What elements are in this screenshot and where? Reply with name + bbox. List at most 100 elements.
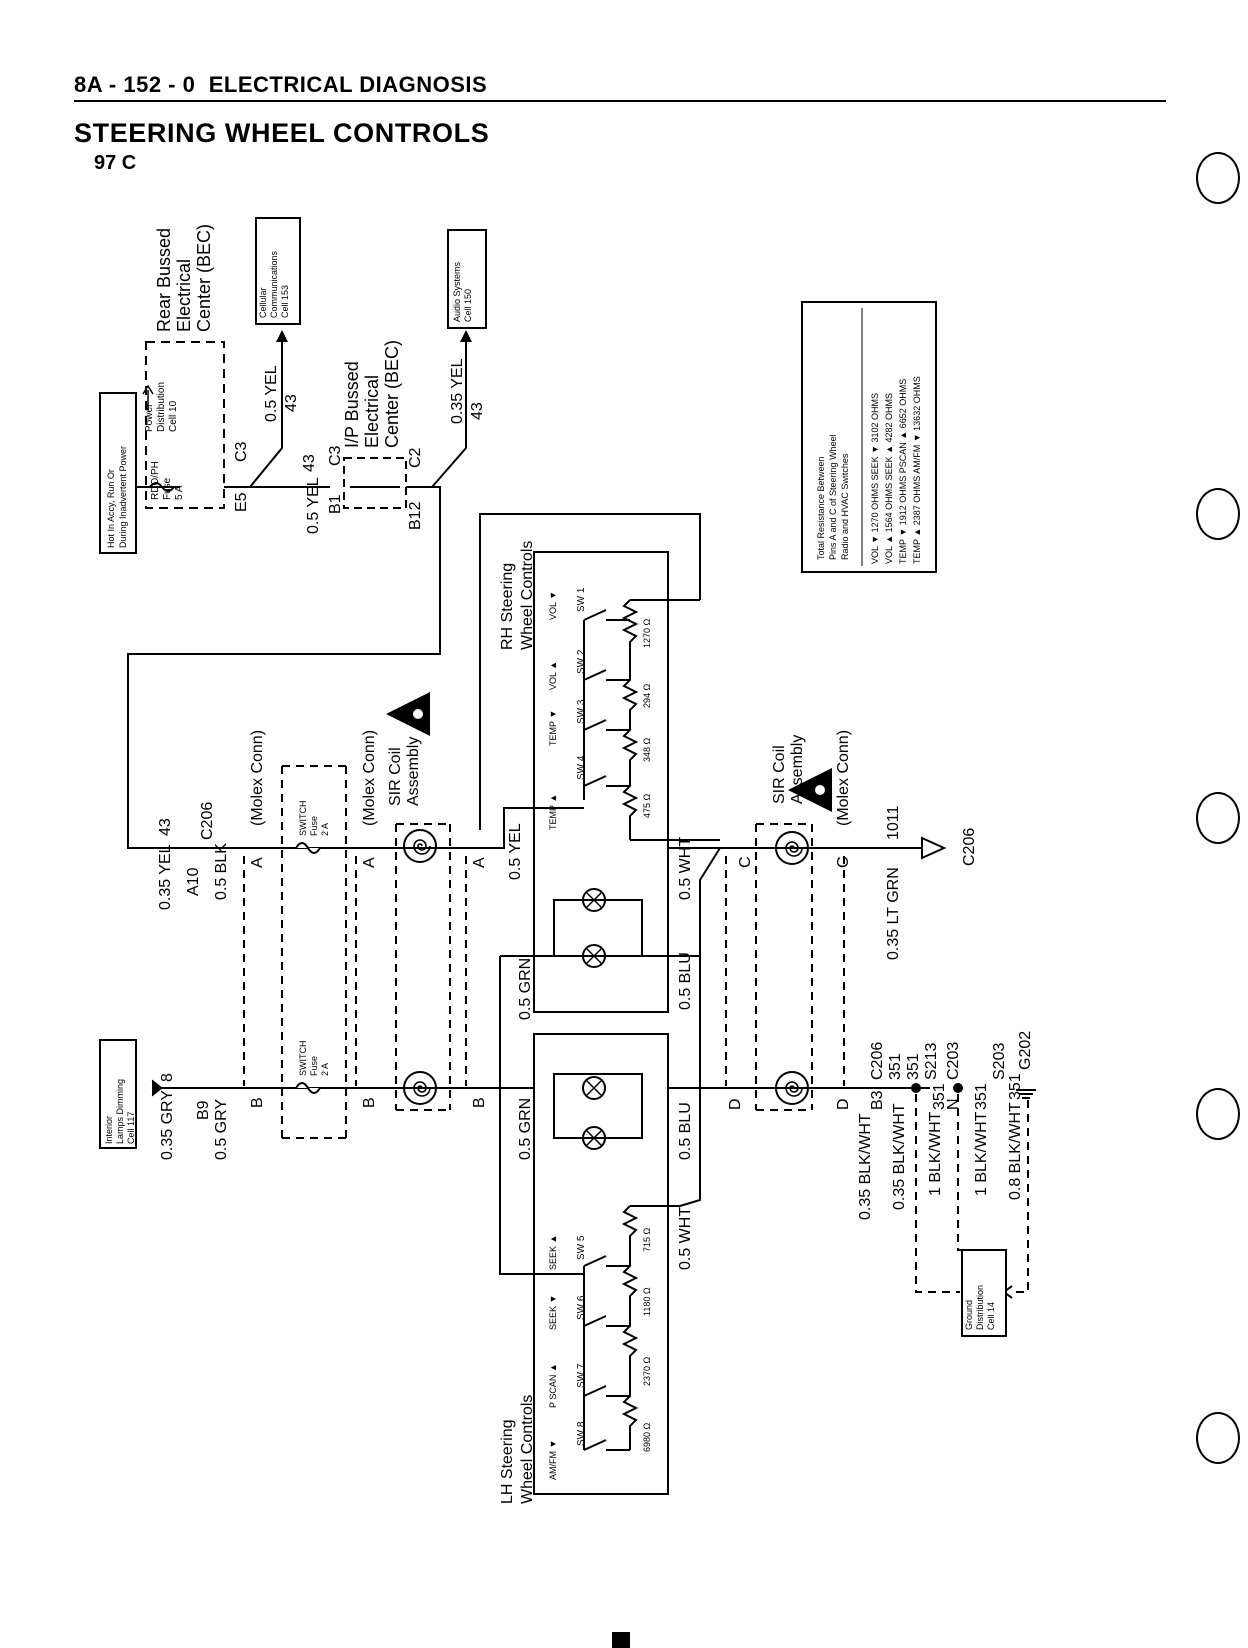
ground-g202: G202 [1017, 1031, 1034, 1070]
fuse-amp: 5 A [174, 485, 185, 500]
rear-bec-label-2: Electrical [174, 259, 194, 332]
wire-05wht-bot: 0.5 WHT [677, 1207, 694, 1270]
pin-b-1: B [249, 1097, 266, 1108]
resistance-table: Total Resistance Between Pins A and C of… [801, 301, 937, 573]
rear-bec: RDO/PH Fuse 5 A Power Distribution Cell … [142, 224, 225, 509]
rh-fn-4: TEMP ▲ [548, 794, 558, 830]
rh-sw-2: SW 2 [576, 649, 587, 674]
page-title: STEERING WHEEL CONTROLS [74, 118, 490, 148]
interior-l1: Interior [104, 1116, 114, 1144]
lh-label-1: LH Steering [499, 1420, 516, 1505]
ckt-43-audio: 43 [469, 402, 486, 420]
conn-b1: B1 [327, 494, 344, 514]
switch-fuse-label-top: SWITCH [298, 801, 308, 837]
lh-label-2: Wheel Controls [519, 1395, 536, 1504]
hot-in-accy-box: Hot In Accy, Run Or During Inadvertent P… [99, 392, 137, 554]
rh-label-2: Wheel Controls [519, 541, 536, 650]
sir-warning-icon [386, 692, 430, 736]
wire-035gry: 0.35 GRY [159, 1090, 176, 1160]
table-title-3: Radio and HVAC Switches [840, 453, 850, 560]
binder-hole-4 [1196, 1088, 1240, 1140]
lh-fn-8: AM/FM ▼ [548, 1440, 558, 1480]
wire-08blkwht: 0.8 BLK/WHT [1007, 1102, 1024, 1200]
ckt-43-b1: 43 [301, 454, 318, 472]
c206-connector-triangle [921, 836, 947, 860]
ckt-8: 8 [159, 1073, 176, 1082]
interior-l3: Cell 117 [126, 1112, 136, 1144]
interior-l2: Lamps Dimming [115, 1079, 125, 1144]
sir-coil-assembly-1: Assembly [405, 737, 422, 806]
conn-a10: A10 [185, 867, 202, 896]
rh-res-4: 475 Ω [642, 793, 652, 818]
splice-s213: S213 [923, 1043, 940, 1080]
molex-conn-2: (Molex Conn) [361, 730, 378, 826]
ckt-43-main: 43 [157, 818, 174, 836]
wire-05wht-top: 0.5 WHT [677, 837, 694, 900]
ip-bec-label-2: Electrical [362, 375, 382, 448]
ckt-1011: 1011 [885, 805, 902, 840]
switch-fuse-label-bottom: SWITCH [298, 1041, 308, 1077]
rear-bec-label-3: Center (BEC) [194, 224, 214, 332]
header-rule [74, 100, 1166, 102]
conn-c2: C2 [407, 447, 424, 468]
lh-sw-8: SW 8 [576, 1421, 587, 1446]
rh-sw-3: SW 3 [576, 699, 587, 724]
ckt-351-c: 351 [973, 1083, 990, 1110]
wire-05yel-cell: 0.5 YEL [263, 365, 280, 422]
pin-b-3: B [471, 1097, 488, 1108]
lh-fn-6: SEEK ▼ [548, 1295, 558, 1330]
wire-05grn-bot: 0.5 GRN [517, 1098, 534, 1160]
cellular-l2: Communications [269, 250, 279, 318]
conn-c3-rear: C3 [233, 441, 250, 462]
table-row-2: VOL ▲ 1564 OHMS SEEK ▲ 4282 OHMS [884, 393, 894, 564]
hot-in-label-1: Hot In Accy, Run Or [106, 469, 116, 548]
table-row-4: TEMP ▲ 2387 OHMS AM/FM ▼ 13632 OHMS [912, 376, 922, 564]
ground-icon [1016, 1089, 1036, 1099]
rh-steering-wheel-controls: RH Steering Wheel Controls SW 1 SW 2 SW … [499, 541, 720, 1013]
sir-coil-icon-top-left [403, 829, 437, 863]
sir-coil-assembly-2: Assembly [789, 735, 806, 804]
lh-res-7: 2370 Ω [642, 1356, 652, 1386]
wire-05yel-rh: 0.5 YEL [507, 823, 524, 880]
conn-c203: C203 [945, 1042, 962, 1080]
wire-035yel-audio: 0.35 YEL [449, 358, 466, 424]
table-title-2: Pins A and C of Steering Wheel [828, 434, 838, 560]
ground-dist-l2: Distribution [975, 1285, 985, 1330]
binder-hole-2 [1196, 488, 1240, 540]
page-mark [612, 1632, 630, 1648]
power-dist-3: Cell 10 [168, 400, 179, 432]
lh-sw-5: SW 5 [576, 1235, 587, 1260]
wire-05yel-b1: 0.5 YEL [305, 477, 322, 534]
wire-05gry: 0.5 GRY [213, 1099, 230, 1160]
sir-coil-label-2: SIR Coil [771, 745, 788, 804]
conn-b3: B3 [869, 1090, 886, 1110]
molex-conn-1: (Molex Conn) [249, 730, 266, 826]
rear-bec-label-1: Rear Bussed [154, 228, 174, 332]
molex-conn-3: (Molex Conn) [835, 730, 852, 826]
conn-n: N [945, 1098, 962, 1110]
lh-sw-6: SW 6 [576, 1295, 587, 1320]
rh-res-1: 1270 Ω [642, 618, 652, 648]
wire-05grn-top: 0.5 GRN [517, 958, 534, 1020]
rh-sw-4: SW 4 [576, 755, 587, 780]
pin-a-1: A [249, 857, 266, 868]
lh-fn-5: SEEK ▲ [548, 1235, 558, 1270]
conn-c206-top: C206 [199, 802, 216, 840]
sir-warning-icon-2 [788, 768, 832, 812]
binder-hole-3 [1196, 792, 1240, 844]
wire-1blkwht-a: 1 BLK/WHT [927, 1111, 944, 1196]
conn-c206-bottom: C206 [869, 1042, 886, 1080]
rh-res-3: 348 Ω [642, 737, 652, 762]
power-dist-1: Power [144, 403, 155, 432]
pin-b-2: B [361, 1097, 378, 1108]
wire-035ltgrn: 0.35 LT GRN [885, 867, 902, 960]
model-year: 97 C [94, 152, 137, 174]
rh-fn-3: TEMP ▼ [548, 710, 558, 746]
table-row-3: TEMP ▼ 1912 OHMS PSCAN ▲ 6652 OHMS [898, 379, 908, 564]
pin-c-1: C [737, 856, 754, 868]
section-number: 8A - 152 - 0 [74, 72, 196, 97]
conn-b12: B12 [407, 501, 424, 530]
ground-distribution-box: Ground Distribution Cell 14 [961, 1249, 1007, 1337]
rh-sw-1: SW 1 [576, 587, 587, 612]
